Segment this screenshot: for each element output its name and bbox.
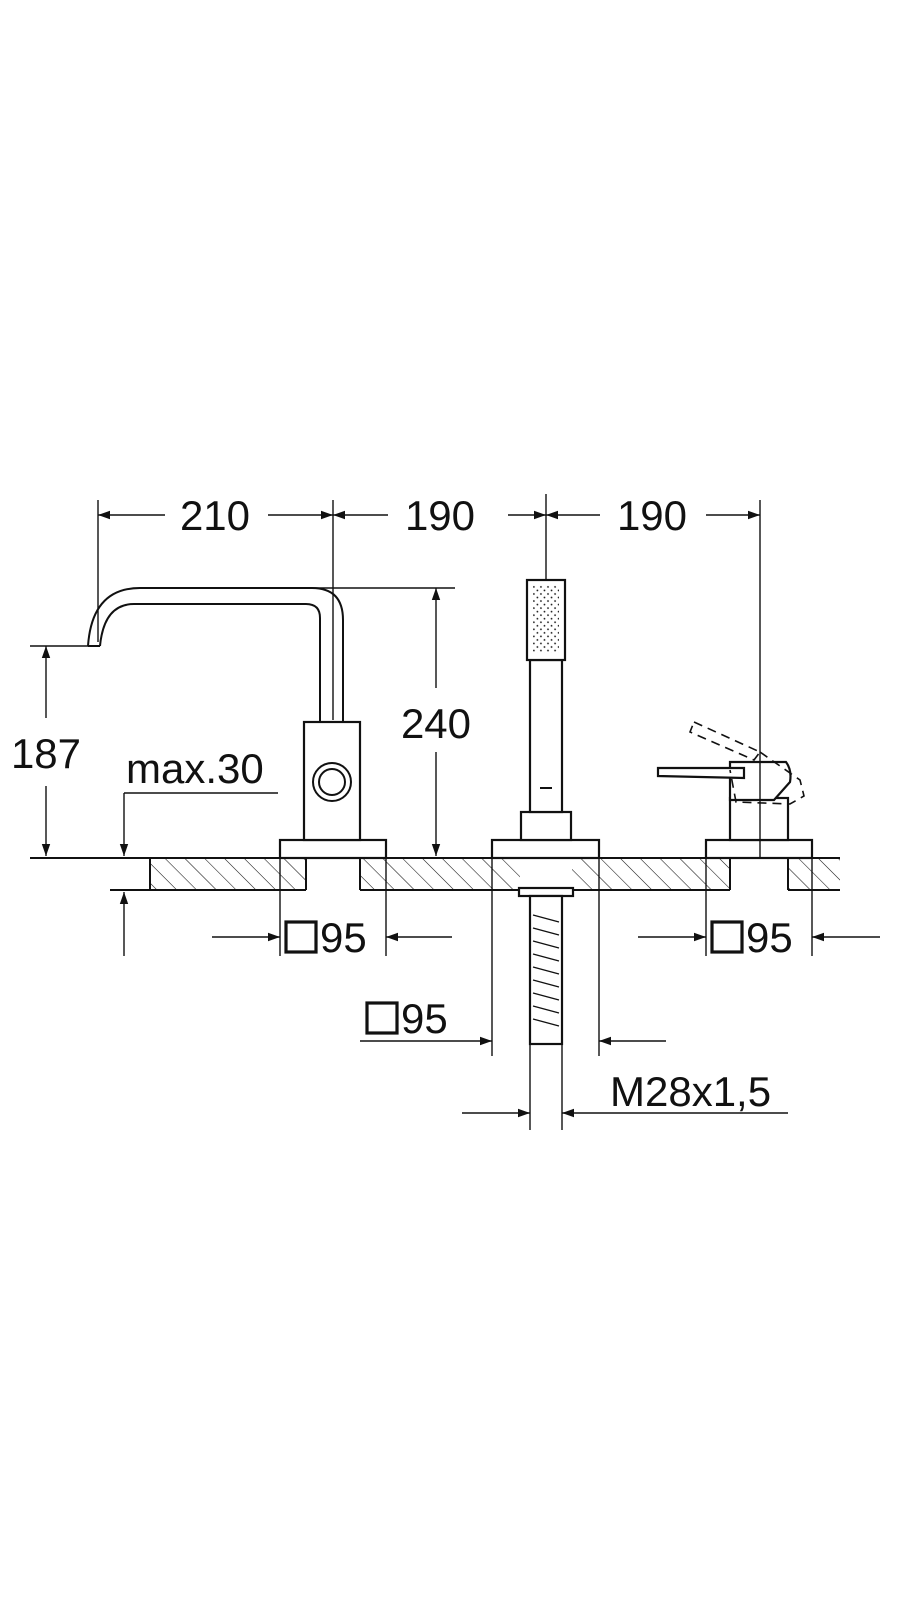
dim-spacing-center: 190 [405,492,475,539]
square-outline-icon [365,1001,399,1035]
dim-max-deck-thickness: max.30 [126,745,264,792]
square-outline-icon [284,920,318,954]
dim-thread: M28x1,5 [610,1068,771,1115]
shower-handle [528,658,564,814]
spout-assembly [87,587,388,890]
mixer-lever [656,766,746,780]
spout-knob-icon [312,762,352,802]
dim-base-left: 95 [320,914,367,961]
dim-spout-height: 240 [401,700,471,747]
dim-spacing-right: 190 [617,492,687,539]
shower-base-plate [490,838,601,860]
dim-base-right: 95 [746,914,793,961]
mixer-assembly [656,720,814,890]
dimension-lines [30,494,880,1130]
spout-base-plate [278,838,388,860]
dim-outlet-height: 187 [11,730,81,777]
hand-shower-assembly [490,578,601,1046]
square-outline-icon [710,920,744,954]
dim-base-center: 95 [401,995,448,1042]
dim-spout-reach: 210 [180,492,250,539]
mixer-base-plate [704,838,814,860]
deck-section [30,857,840,891]
